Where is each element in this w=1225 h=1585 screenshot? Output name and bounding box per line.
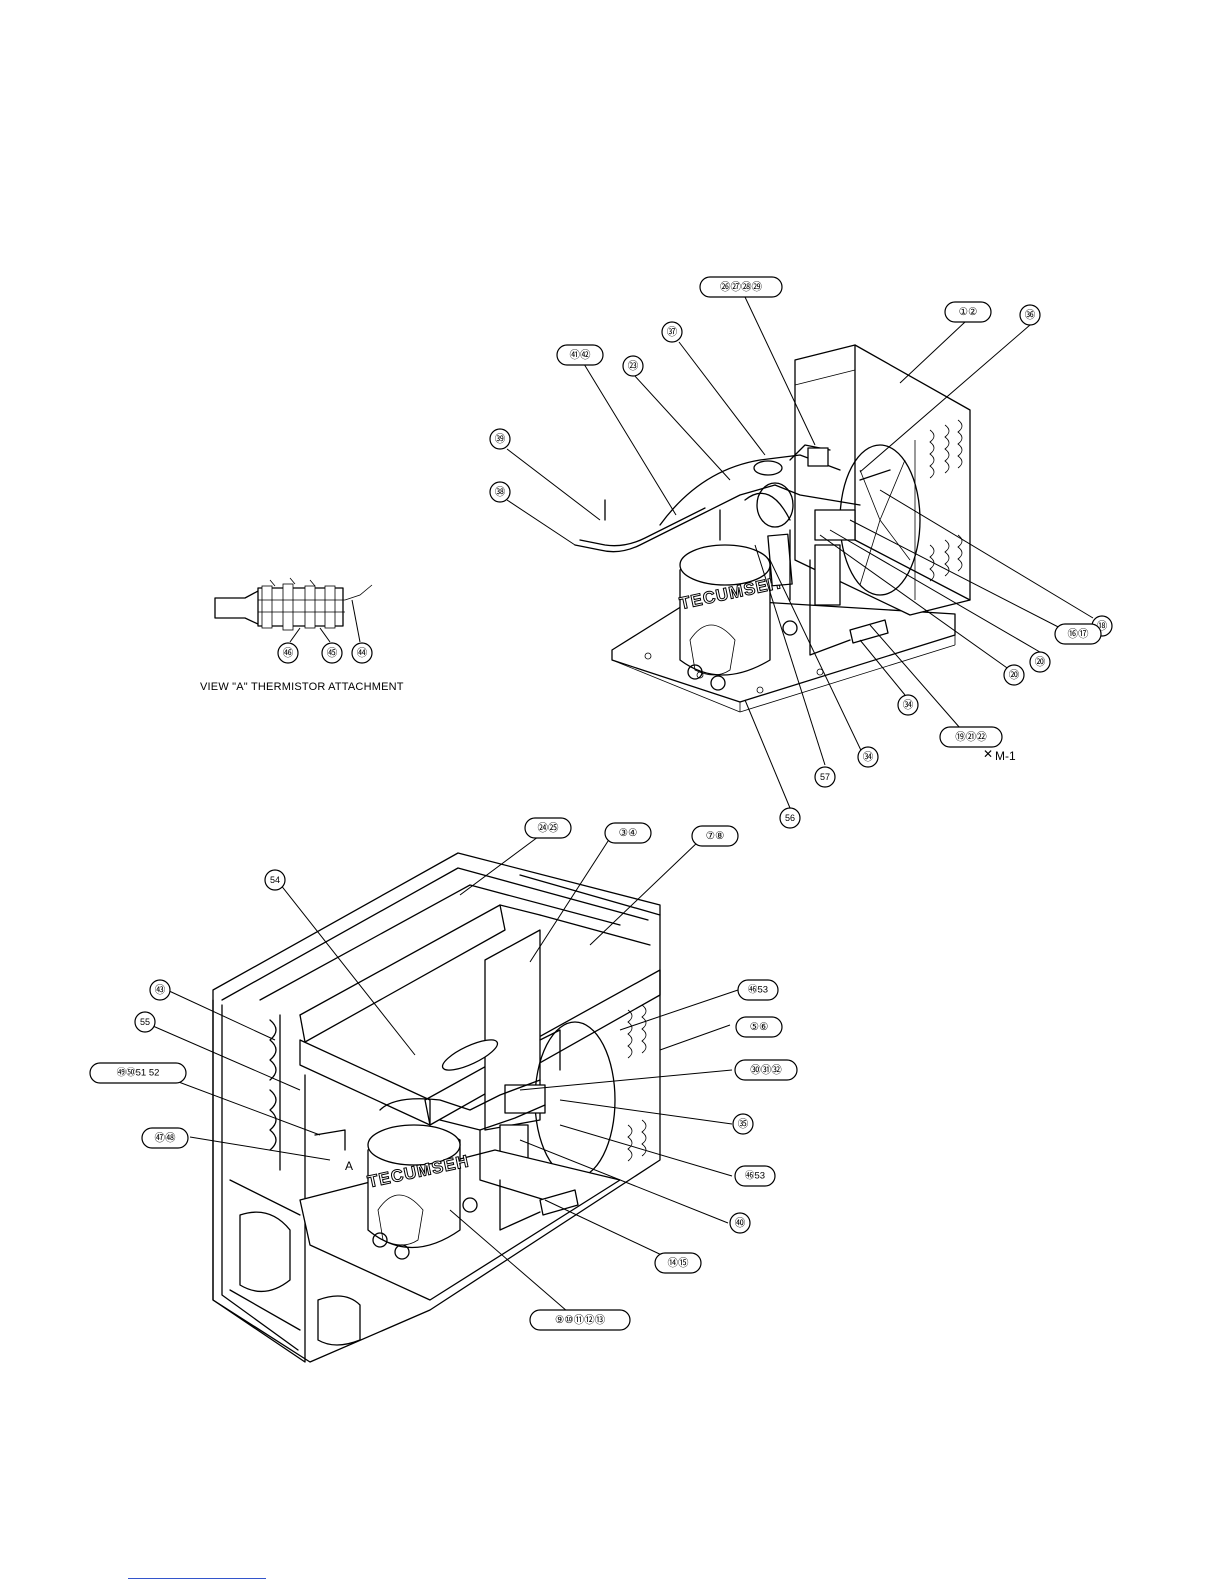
svg-text:㊺: ㊺ (327, 647, 338, 659)
svg-text:㊱: ㊱ (1025, 309, 1036, 321)
callout-47-48: ㊼㊽ (142, 1128, 188, 1148)
svg-text:㊻: ㊻ (283, 647, 294, 659)
svg-text:㉓: ㉓ (628, 360, 639, 372)
callout-44-view: ㊹ (352, 643, 372, 663)
callout-19-21-22: ⑲㉑㉒ (940, 727, 1002, 747)
callout-39: ㊴ (490, 429, 510, 449)
svg-text:㉚㉛㉜: ㉚㉛㉜ (750, 1064, 782, 1076)
callout-34-a: ㉞ (898, 695, 918, 715)
svg-text:③④: ③④ (619, 827, 638, 839)
svg-text:㊶㊷: ㊶㊷ (570, 349, 591, 361)
fan-bracket (815, 545, 840, 605)
callout-45-view: ㊺ (322, 643, 342, 663)
svg-text:⑭⑮: ⑭⑮ (668, 1257, 689, 1269)
view-a-caption: VIEW "A" THERMISTOR ATTACHMENT (200, 681, 404, 693)
callout-16-17: ⑯⑰ (1055, 624, 1101, 644)
svg-text:㉞: ㉞ (863, 751, 874, 763)
view-a-thermistor-detail: VIEW "A" THERMISTOR ATTACHMENT (200, 578, 404, 693)
callout-40: ㊵ (730, 1213, 750, 1233)
view-a-marker: A (345, 1159, 353, 1173)
svg-text:㉟: ㉟ (738, 1118, 749, 1130)
callout-41-42: ㊶㊷ (557, 345, 603, 365)
svg-text:⑤⑥: ⑤⑥ (750, 1021, 769, 1033)
bottom-underline-mark (128, 1578, 266, 1579)
svg-text:㊾㊿51 52: ㊾㊿51 52 (117, 1068, 160, 1079)
callout-56: 56 (780, 808, 800, 828)
callout-55: 55 (135, 1012, 155, 1032)
svg-text:57: 57 (820, 772, 830, 782)
callout-1-2: ①② (945, 302, 991, 322)
top-base-plate (612, 598, 955, 702)
svg-text:⑨⑩⑪⑫⑬: ⑨⑩⑪⑫⑬ (555, 1314, 606, 1326)
svg-text:㉞: ㉞ (903, 699, 914, 711)
m1-marker-x: ✕ (983, 747, 993, 761)
m1-marker-label: M-1 (995, 749, 1016, 763)
callout-7-8: ⑦⑧ (692, 826, 738, 846)
svg-text:55: 55 (140, 1017, 150, 1027)
svg-text:①②: ①② (959, 306, 978, 318)
callout-20-a: ⑳ (1030, 652, 1050, 672)
callout-57: 57 (815, 767, 835, 787)
accumulator (754, 461, 782, 475)
svg-text:㉔㉕: ㉔㉕ (538, 822, 559, 834)
callout-34-b: ㉞ (858, 747, 878, 767)
svg-text:㊲: ㊲ (667, 326, 678, 338)
svg-text:⑳: ⑳ (1035, 656, 1046, 668)
callout-30-32: ㉚㉛㉜ (735, 1060, 797, 1080)
svg-text:⑳: ⑳ (1009, 669, 1020, 681)
svg-text:㊹: ㊹ (357, 647, 368, 659)
callout-9-13: ⑨⑩⑪⑫⑬ (530, 1310, 630, 1330)
callout-5-6: ⑤⑥ (736, 1017, 782, 1037)
callout-49-52: ㊾㊿51 52 (90, 1063, 186, 1083)
receiver (768, 534, 792, 586)
svg-text:㊸: ㊸ (155, 984, 166, 996)
thermistor-loop (757, 483, 793, 527)
callout-3-4: ③④ (605, 823, 651, 843)
callout-36: ㊱ (1020, 305, 1040, 325)
svg-text:㊳: ㊳ (495, 486, 506, 498)
bottom-cabinet-assembly: TECUMSEH A (213, 853, 660, 1362)
callout-23: ㉓ (623, 356, 643, 376)
svg-text:㉖㉗㉘㉙: ㉖㉗㉘㉙ (720, 281, 762, 293)
callout-54: 54 (265, 870, 285, 890)
callout-35: ㉟ (733, 1114, 753, 1134)
callout-24-25: ㉔㉕ (525, 818, 571, 838)
svg-text:㊵: ㊵ (735, 1217, 746, 1229)
callout-38: ㊳ (490, 482, 510, 502)
svg-text:㊴: ㊴ (495, 433, 506, 445)
callout-14-15: ⑭⑮ (655, 1253, 701, 1273)
pipe-end (215, 590, 260, 625)
callout-46-view: ㊻ (278, 643, 298, 663)
svg-text:㊻53: ㊻53 (745, 1171, 765, 1182)
svg-text:⑯⑰: ⑯⑰ (1068, 628, 1090, 640)
svg-text:⑲㉑㉒: ⑲㉑㉒ (955, 731, 987, 743)
pressure-control (808, 448, 828, 466)
svg-text:㊼㊽: ㊼㊽ (155, 1132, 176, 1144)
callout-43: ㊸ (150, 980, 170, 1000)
top-condensing-unit: TECUMSEH ✕ M-1 (575, 345, 1016, 763)
callout-20-b: ⑳ (1004, 665, 1024, 685)
callout-26-29: ㉖㉗㉘㉙ (700, 277, 782, 297)
callout-37: ㊲ (662, 322, 682, 342)
svg-text:㊻53: ㊻53 (748, 985, 768, 996)
svg-text:54: 54 (270, 875, 280, 885)
svg-text:⑦⑧: ⑦⑧ (706, 830, 725, 842)
svg-text:56: 56 (785, 813, 795, 823)
callout-46-53-a: ㊻53 (738, 980, 778, 1000)
callout-46-53-b: ㊻53 (735, 1166, 775, 1186)
